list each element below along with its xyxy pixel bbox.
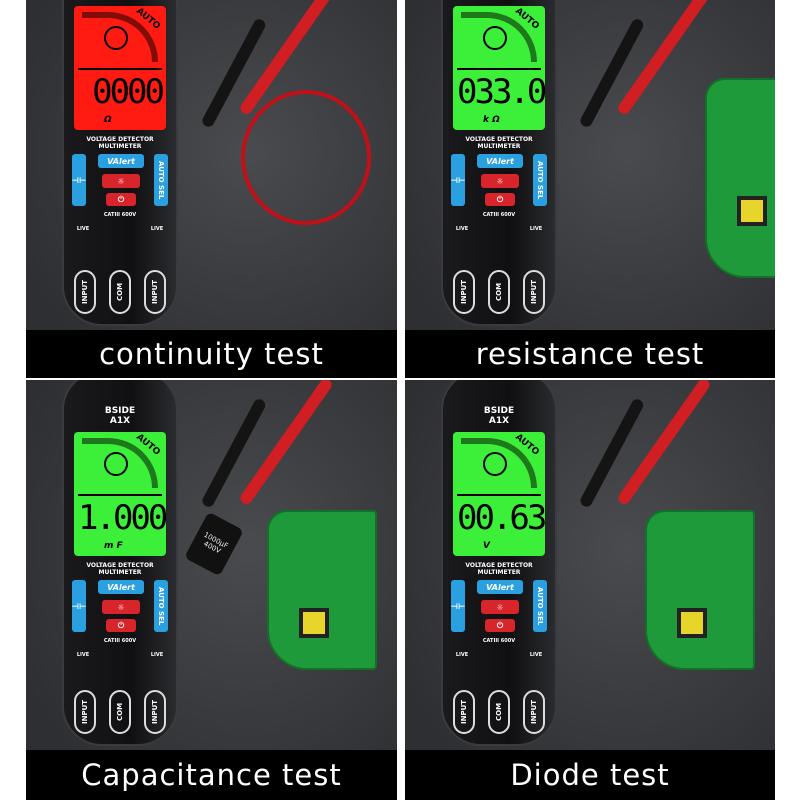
panel-continuity-test: AUTO 0000 Ω VOLTAGE DETECTOR MULTIMETER … <box>26 0 397 378</box>
lcd-screen: AUTO 0000 Ω <box>74 6 166 130</box>
v-alert-button[interactable]: VAlert <box>98 580 144 594</box>
input-jack-left[interactable]: INPUT <box>74 690 96 734</box>
panel-resistance-test: AUTO 033.0 k Ω VOLTAGE DETECTOR MULTIMET… <box>405 0 775 378</box>
capacitance-diode-button[interactable]: ⊣⊢ <box>72 580 86 632</box>
live-label-right: LIVE <box>150 652 164 658</box>
red-probe <box>616 0 712 117</box>
meter-label: VOLTAGE DETECTOR MULTIMETER <box>465 562 533 576</box>
lcd-reading: 00.63 <box>457 498 545 538</box>
capacitance-diode-button[interactable]: ⊣⊢ <box>451 580 465 632</box>
power-button[interactable]: ⏻ <box>106 619 136 632</box>
flashlight-button[interactable]: ☼ <box>481 174 519 188</box>
com-jack[interactable]: COM <box>109 270 131 314</box>
red-probe <box>616 380 712 507</box>
auto-sel-button[interactable]: AUTO SEL <box>154 154 168 206</box>
capacitance-diode-button[interactable]: ⊣⊢ <box>72 154 86 206</box>
com-jack[interactable]: COM <box>488 270 510 314</box>
power-button[interactable]: ⏻ <box>485 193 515 206</box>
flashlight-button[interactable]: ☼ <box>102 600 140 614</box>
meter-label: VOLTAGE DETECTOR MULTIMETER <box>465 136 533 150</box>
warning-cat-label: CATIII 600V <box>103 638 137 644</box>
meter-label: VOLTAGE DETECTOR MULTIMETER <box>86 562 154 576</box>
red-probe <box>237 380 334 507</box>
flashlight-button[interactable]: ☼ <box>102 174 140 188</box>
capacitance-diode-button[interactable]: ⊣⊢ <box>451 154 465 206</box>
live-label-right: LIVE <box>150 226 164 232</box>
input-jack-left[interactable]: INPUT <box>453 270 475 314</box>
warning-cat-label: CATIII 600V <box>482 212 516 218</box>
input-jack-left[interactable]: INPUT <box>453 690 475 734</box>
lcd-screen: AUTO 033.0 k Ω <box>453 6 545 130</box>
caption: resistance test <box>405 330 775 378</box>
lcd-reading: 0000 <box>92 72 165 112</box>
input-jack-right[interactable]: INPUT <box>523 270 545 314</box>
input-jack-right[interactable]: INPUT <box>144 690 166 734</box>
black-probe <box>578 17 646 129</box>
lcd-unit: Ω <box>104 115 112 125</box>
multimeter: AUTO 0000 Ω VOLTAGE DETECTOR MULTIMETER … <box>62 0 178 326</box>
lcd-unit: V <box>483 541 490 551</box>
circuit-board <box>645 510 755 670</box>
multimeter: AUTO 033.0 k Ω VOLTAGE DETECTOR MULTIMET… <box>441 0 557 326</box>
v-alert-button[interactable]: VAlert <box>98 154 144 168</box>
input-jack-right[interactable]: INPUT <box>144 270 166 314</box>
com-jack[interactable]: COM <box>109 690 131 734</box>
red-test-wire <box>241 90 371 225</box>
input-jack-left[interactable]: INPUT <box>74 270 96 314</box>
live-label-right: LIVE <box>529 652 543 658</box>
live-label-left: LIVE <box>76 652 90 658</box>
warning-cat-label: CATIII 600V <box>482 638 516 644</box>
auto-sel-button[interactable]: AUTO SEL <box>533 580 547 632</box>
flashlight-button[interactable]: ☼ <box>481 600 519 614</box>
lcd-screen: AUTO 1.000 m F <box>74 432 166 556</box>
caption: Capacitance test <box>26 750 397 800</box>
warning-cat-label: CATIII 600V <box>103 212 137 218</box>
power-button[interactable]: ⏻ <box>485 619 515 632</box>
power-button[interactable]: ⏻ <box>106 193 136 206</box>
auto-sel-button[interactable]: AUTO SEL <box>533 154 547 206</box>
live-label-left: LIVE <box>455 226 469 232</box>
caption: Diode test <box>405 750 775 800</box>
capacitor: 1000μF 400V <box>184 511 244 577</box>
lcd-unit: m F <box>104 541 123 551</box>
v-alert-button[interactable]: VAlert <box>477 580 523 594</box>
input-jack-right[interactable]: INPUT <box>523 690 545 734</box>
lcd-reading: 033.0 <box>457 72 545 112</box>
v-alert-button[interactable]: VAlert <box>477 154 523 168</box>
lcd-screen: AUTO 00.63 V <box>453 432 545 556</box>
live-label-left: LIVE <box>76 226 90 232</box>
com-jack[interactable]: COM <box>488 690 510 734</box>
meter-label: VOLTAGE DETECTOR MULTIMETER <box>86 136 154 150</box>
lcd-reading: 1.000 <box>78 498 166 538</box>
circuit-board <box>705 78 775 278</box>
caption: continuity test <box>26 330 397 378</box>
circuit-board <box>267 510 377 670</box>
live-label-left: LIVE <box>455 652 469 658</box>
lcd-unit: k Ω <box>483 115 500 125</box>
live-label-right: LIVE <box>529 226 543 232</box>
auto-sel-button[interactable]: AUTO SEL <box>154 580 168 632</box>
